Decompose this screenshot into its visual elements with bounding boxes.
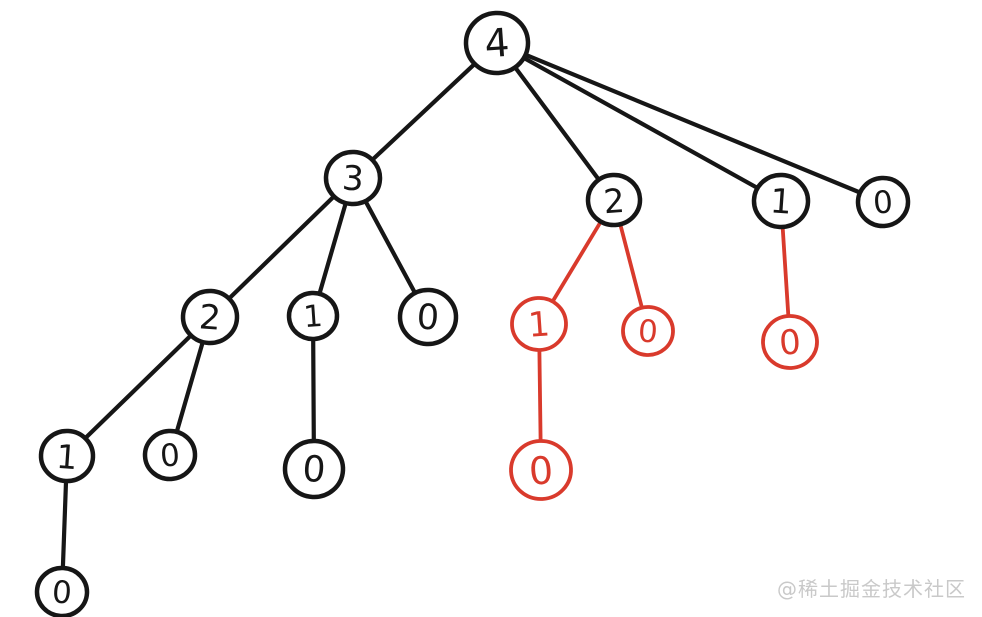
tree-edge-n1r-n0rr: [537, 349, 543, 442]
node-circle: [509, 439, 573, 501]
node-value-label: 0: [159, 437, 181, 474]
node-value-label: 0: [637, 313, 659, 350]
tree-edge-n2l-n0l: [174, 340, 205, 434]
tree-edge-n4-n1tr: [521, 55, 760, 190]
node-circle: [142, 428, 198, 482]
node-circle: [761, 314, 819, 370]
node-value-label: 1: [55, 437, 79, 477]
node-circle: [286, 290, 340, 342]
node-circle: [751, 172, 811, 230]
node-value-label: 0: [778, 322, 802, 363]
node-circle: [463, 10, 531, 76]
tree-node-n0um-value-0: 0: [282, 438, 346, 500]
tree-edge-n2r-n1r: [551, 220, 603, 303]
node-value-label: 0: [51, 574, 73, 611]
tree-node-n0tr-value-0: 0: [855, 175, 911, 229]
tree-edge-n4-n3: [370, 62, 477, 162]
watermark: @稀土掘金技术社区: [777, 577, 966, 601]
node-circle: [38, 428, 96, 484]
node-value-label: 3: [341, 158, 365, 199]
tree-node-n3-value-3: 3: [323, 149, 383, 207]
tree-node-n0bl-value-0: 0: [34, 565, 90, 617]
node-value-label: 2: [198, 297, 222, 338]
tree-edge-n2l-n1ll: [83, 333, 193, 440]
tree-node-n0u1tr-value-0: 0: [761, 314, 819, 370]
node-value-label: 2: [602, 181, 626, 221]
node-circle: [585, 172, 643, 228]
node-value-label: 4: [483, 21, 511, 68]
tree-edge-n4-n2r: [513, 65, 601, 182]
node-value-label: 0: [301, 449, 327, 491]
tree-edge-n4-n0tr: [523, 52, 863, 195]
tree-node-n0l-value-0: 0: [142, 428, 198, 482]
tree-node-n0rr-value-0: 0: [509, 439, 573, 501]
node-circle: [180, 288, 240, 346]
tree-edge-n3-n2l: [227, 194, 336, 301]
tree-edge-n1tr-n0u1tr: [780, 225, 791, 318]
tree-node-n0r-value-0: 0: [621, 305, 675, 357]
tree-node-n0m-value-0: 0: [397, 287, 459, 347]
tree-edge-n1m-n0um: [311, 337, 316, 443]
node-circle: [510, 296, 568, 352]
node-circle: [397, 287, 459, 347]
tree-node-n2l-value-2: 2: [180, 288, 240, 346]
tree-edge-n1ll-n0bl: [60, 479, 69, 570]
node-circle: [621, 305, 675, 357]
tree-node-n1m-value-1: 1: [286, 290, 340, 342]
node-circle: [34, 565, 90, 617]
tree-node-n1tr-value-1: 1: [751, 172, 811, 230]
node-circle: [855, 175, 911, 229]
node-value-label: 0: [527, 448, 554, 494]
tree-node-n1ll-value-1: 1: [38, 428, 96, 484]
tree-node-n4-value-4: 4: [463, 10, 531, 76]
tree-node-n2r-value-2: 2: [585, 172, 643, 228]
tree-edge-n3-n1m: [317, 201, 348, 295]
node-circle: [282, 438, 346, 500]
tree-node-n1r-value-1: 1: [510, 296, 568, 352]
node-value-label: 1: [527, 304, 551, 345]
tree-edge-n2r-n0r: [618, 223, 644, 309]
node-circle: [323, 149, 383, 207]
tree-edge-n3-n0m: [363, 199, 417, 295]
node-value-label: 1: [769, 181, 793, 222]
node-value-label: 0: [415, 297, 440, 338]
node-value-label: 1: [302, 299, 323, 335]
node-value-label: 0: [872, 184, 894, 221]
